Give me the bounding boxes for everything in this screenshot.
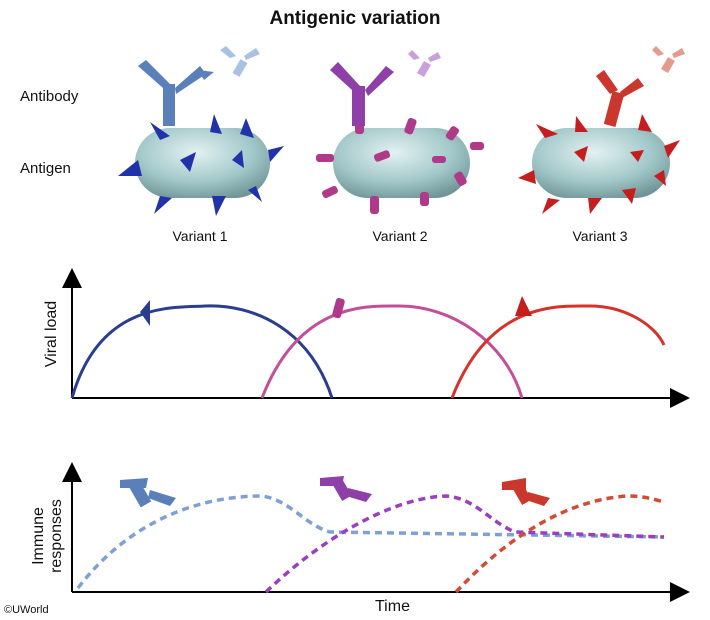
variant-1-viral-curve xyxy=(70,304,334,399)
variant-1-label: Variant 1 xyxy=(172,228,228,244)
variant-2-spike xyxy=(370,196,379,214)
variant-2-spike xyxy=(373,150,391,162)
variant-3-spike xyxy=(518,170,536,184)
variant-1-free-antibody xyxy=(220,46,260,77)
variant-3-bound-antibody xyxy=(596,70,644,127)
immune-antibody-icon-2 xyxy=(320,476,372,502)
variant-1-spike xyxy=(212,196,226,216)
immune-antibody-icon-1 xyxy=(120,478,176,508)
variant-2-spike xyxy=(322,185,338,199)
viral-load-chart xyxy=(62,268,690,408)
variant-3-spike xyxy=(664,140,680,158)
antigen-row-label: Antigen xyxy=(20,160,71,177)
variant-3-viral-curve xyxy=(450,304,666,399)
variant-3-spike xyxy=(536,124,558,138)
variant-3-spike xyxy=(622,188,636,204)
diagram-title: Antigenic variation xyxy=(269,8,441,29)
variant-2-spike xyxy=(404,117,417,135)
variant-3-spike xyxy=(542,198,560,214)
variant-1-spike xyxy=(118,160,142,176)
variant-3-spike xyxy=(574,146,588,162)
variant-2-pathogen xyxy=(316,50,484,214)
variant-2-spike xyxy=(445,126,459,141)
variant-2-free-antibody xyxy=(408,50,441,78)
variant-1-spike xyxy=(210,114,222,134)
variant-1-spike xyxy=(180,152,196,172)
variant-2-spike xyxy=(470,142,484,150)
copyright-text: ©UWorld xyxy=(4,604,49,616)
variant-2-immune-curve xyxy=(264,494,665,594)
variant-1-spike xyxy=(150,122,170,140)
variant-2-spike xyxy=(432,156,446,163)
variant-1-spike xyxy=(154,196,172,214)
variant-1-spike xyxy=(268,146,284,162)
variant-1-immune-curve xyxy=(76,494,665,590)
variant-3-body xyxy=(532,128,670,198)
variant-2-bound-antibody xyxy=(330,62,394,126)
variant-3-spike xyxy=(638,114,652,132)
variant-2-spike xyxy=(454,171,467,186)
variant-3-label: Variant 3 xyxy=(572,228,628,244)
variant-2-spike xyxy=(316,154,334,162)
immune-antibody-icon-3 xyxy=(502,478,550,506)
variant-3-pathogen xyxy=(518,46,685,214)
variant-2-label: Variant 2 xyxy=(372,228,428,244)
immune-response-chart xyxy=(62,462,690,602)
variant-2-marker xyxy=(332,297,345,319)
variant-3-immune-curve xyxy=(454,494,665,594)
variant-1-spike xyxy=(240,118,254,138)
variant-3-marker xyxy=(515,296,532,316)
variant-2-body xyxy=(333,128,470,198)
variant-3-spike xyxy=(654,170,666,186)
variant-2-spike xyxy=(420,192,429,206)
immune-responses-axis-label: Immune responses xyxy=(30,499,65,573)
variant-3-spike xyxy=(575,116,588,132)
variant-1-spike xyxy=(248,186,262,202)
antibody-row-label: Antibody xyxy=(20,88,79,105)
time-axis-label: Time xyxy=(375,598,410,615)
variant-3-spike xyxy=(630,150,644,162)
viral-load-axis-label: Viral load xyxy=(43,300,60,368)
variant-3-free-antibody xyxy=(652,46,685,74)
variant-1-marker xyxy=(140,300,150,326)
variant-1-spike xyxy=(232,150,244,168)
variant-1-bound-antibody xyxy=(138,60,214,126)
variant-1-pathogen xyxy=(118,46,284,216)
variant-3-spike xyxy=(588,198,602,214)
variant-2-viral-curve xyxy=(260,304,524,399)
variant-1-body xyxy=(135,128,270,198)
